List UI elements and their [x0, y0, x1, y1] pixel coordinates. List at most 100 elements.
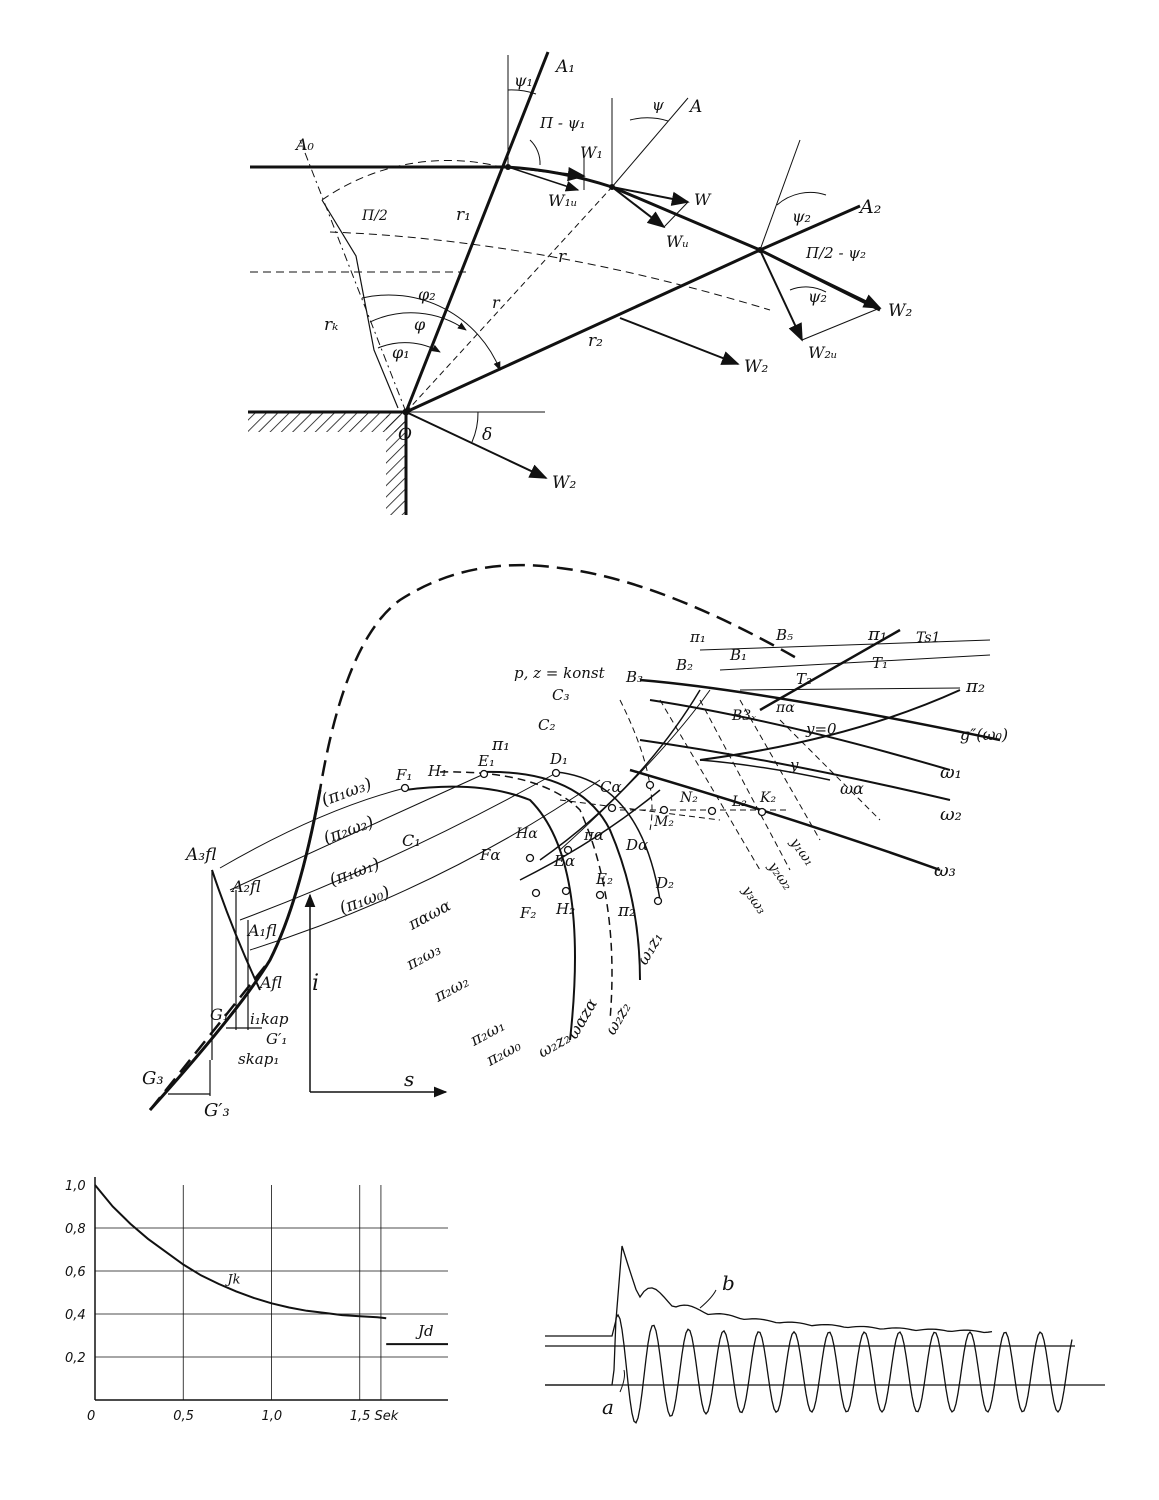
state-point — [659, 805, 669, 815]
label-Afl: Afl — [258, 973, 282, 992]
ray-r — [405, 186, 613, 413]
label-omega-alpha: ωα — [840, 779, 864, 798]
isobar-pi2-right — [699, 689, 961, 761]
dash-line-d — [739, 699, 821, 841]
label-Ts1: Ts1 — [916, 630, 940, 646]
label-y: y — [789, 756, 799, 774]
point-mid — [609, 184, 615, 190]
label-psi1: ψ₁ — [514, 71, 533, 90]
label-skap1: skap₁ — [238, 1050, 279, 1068]
leader-b — [699, 1289, 717, 1309]
label-K2: K₂ — [759, 790, 776, 806]
vector-W2-bottom — [405, 411, 548, 479]
trace-b — [545, 1245, 993, 1337]
expansion-line-3 — [559, 689, 711, 851]
boundary-curve-solid — [148, 789, 322, 1112]
label-r2: r₂ — [588, 331, 603, 351]
leader-a — [619, 1369, 625, 1393]
label-H2: H₂ — [555, 900, 575, 918]
line-T1 — [719, 654, 991, 671]
line-p2w2 — [229, 773, 485, 891]
label-phi2: φ₂ — [418, 285, 436, 304]
state-point — [653, 896, 663, 906]
label-C-alpha: Cα — [600, 778, 622, 796]
label-p2w2b: π₂ω₂ — [430, 972, 472, 1006]
label-pi-psi2: Π/2 - ψ₂ — [805, 244, 866, 262]
label-rk: rₖ — [324, 315, 338, 335]
radius-arc-mid — [329, 231, 771, 311]
state-point — [563, 845, 573, 855]
label-E-alpha: Eα — [553, 852, 575, 870]
label-i-axis: i — [312, 971, 319, 996]
label-A0: A₀ — [294, 135, 315, 154]
chart-grid — [94, 1177, 448, 1401]
label-W2-mid: W₂ — [744, 357, 768, 377]
oscillogram: b a — [545, 1245, 1105, 1424]
label-A3fl: A₃fl — [184, 845, 216, 865]
label-N2: N₂ — [679, 790, 698, 806]
dash-line-b — [659, 699, 761, 871]
label-W1: W₁ — [580, 143, 603, 162]
normal-line-3 — [759, 139, 801, 251]
y-tick-label: 0,4 — [65, 1308, 86, 1323]
arc-H1 — [439, 771, 613, 1021]
rk-bracket — [321, 199, 399, 409]
label-B2: B₂ — [675, 656, 693, 674]
ray-A2 — [759, 204, 861, 252]
arc-E1 — [483, 770, 641, 981]
label-omega1: ω₁ — [940, 762, 962, 783]
state-point — [595, 890, 605, 900]
arc-phi1 — [377, 342, 441, 353]
dash-line-a — [619, 699, 653, 831]
label-D2: D₂ — [655, 874, 674, 892]
label-Wu: Wᵤ — [666, 232, 689, 251]
is-diagram: π₁ Ts1 π₁ B₅ B₁ T₁ B₂ p, z = konst B₃ T₂… — [142, 563, 1008, 1121]
arc-psi2-top — [776, 191, 827, 206]
label-D1: D₁ — [549, 750, 568, 768]
state-point — [607, 803, 617, 813]
state-point — [707, 806, 717, 816]
label-F2: F₂ — [519, 904, 536, 922]
vector-Wu — [611, 186, 666, 229]
label-r1: r₁ — [456, 205, 471, 225]
label-L2: L₂ — [731, 794, 747, 810]
series-label-jk: Jk — [224, 1273, 240, 1288]
y-tick-label: 0,8 — [65, 1222, 86, 1237]
point-O — [402, 408, 410, 416]
label-y2w2: y₂ω₂ — [764, 858, 795, 893]
arc-psi — [629, 117, 669, 122]
label-B3: B₃ — [625, 668, 643, 686]
label-pi-alpha2: πα — [583, 826, 604, 844]
label-b: b — [722, 1271, 735, 1295]
curve-omega2 — [639, 739, 951, 801]
label-waza: ωαzα — [563, 995, 601, 1042]
label-phi: φ — [414, 315, 426, 334]
line-Ts1 — [699, 639, 991, 651]
arc-phi — [369, 312, 467, 331]
state-points — [400, 768, 767, 906]
y-tick-label: 1,0 — [65, 1179, 86, 1194]
label-B1: B₁ — [729, 646, 747, 664]
vector-W1u — [507, 166, 580, 192]
curve-omega3 — [629, 768, 941, 872]
curve-g-omega0 — [639, 678, 1001, 742]
dash-line-e — [779, 719, 881, 821]
ray-r1 — [404, 51, 550, 413]
state-point — [525, 853, 535, 863]
label-p1w3: (π₁ω₃) — [319, 774, 375, 811]
trace-a — [545, 1313, 1073, 1424]
label-A: A — [688, 97, 702, 117]
label-M2: M₂ — [653, 814, 674, 830]
arc-F1 — [404, 785, 576, 1041]
label-T1: T₁ — [872, 654, 888, 672]
label-y3w3: y₃ω₃ — [738, 882, 769, 917]
label-B5: B₅ — [775, 626, 793, 644]
x-tick-label: 0,5 — [173, 1409, 194, 1424]
arc-phi2 — [361, 294, 501, 371]
label-G3p: G′₃ — [204, 1100, 230, 1121]
vector-W2-right — [759, 249, 882, 309]
label-r-big: r — [558, 247, 567, 267]
label-A1: A₁ — [554, 57, 575, 77]
x-tick-label: 1,5 Sek — [350, 1409, 399, 1424]
